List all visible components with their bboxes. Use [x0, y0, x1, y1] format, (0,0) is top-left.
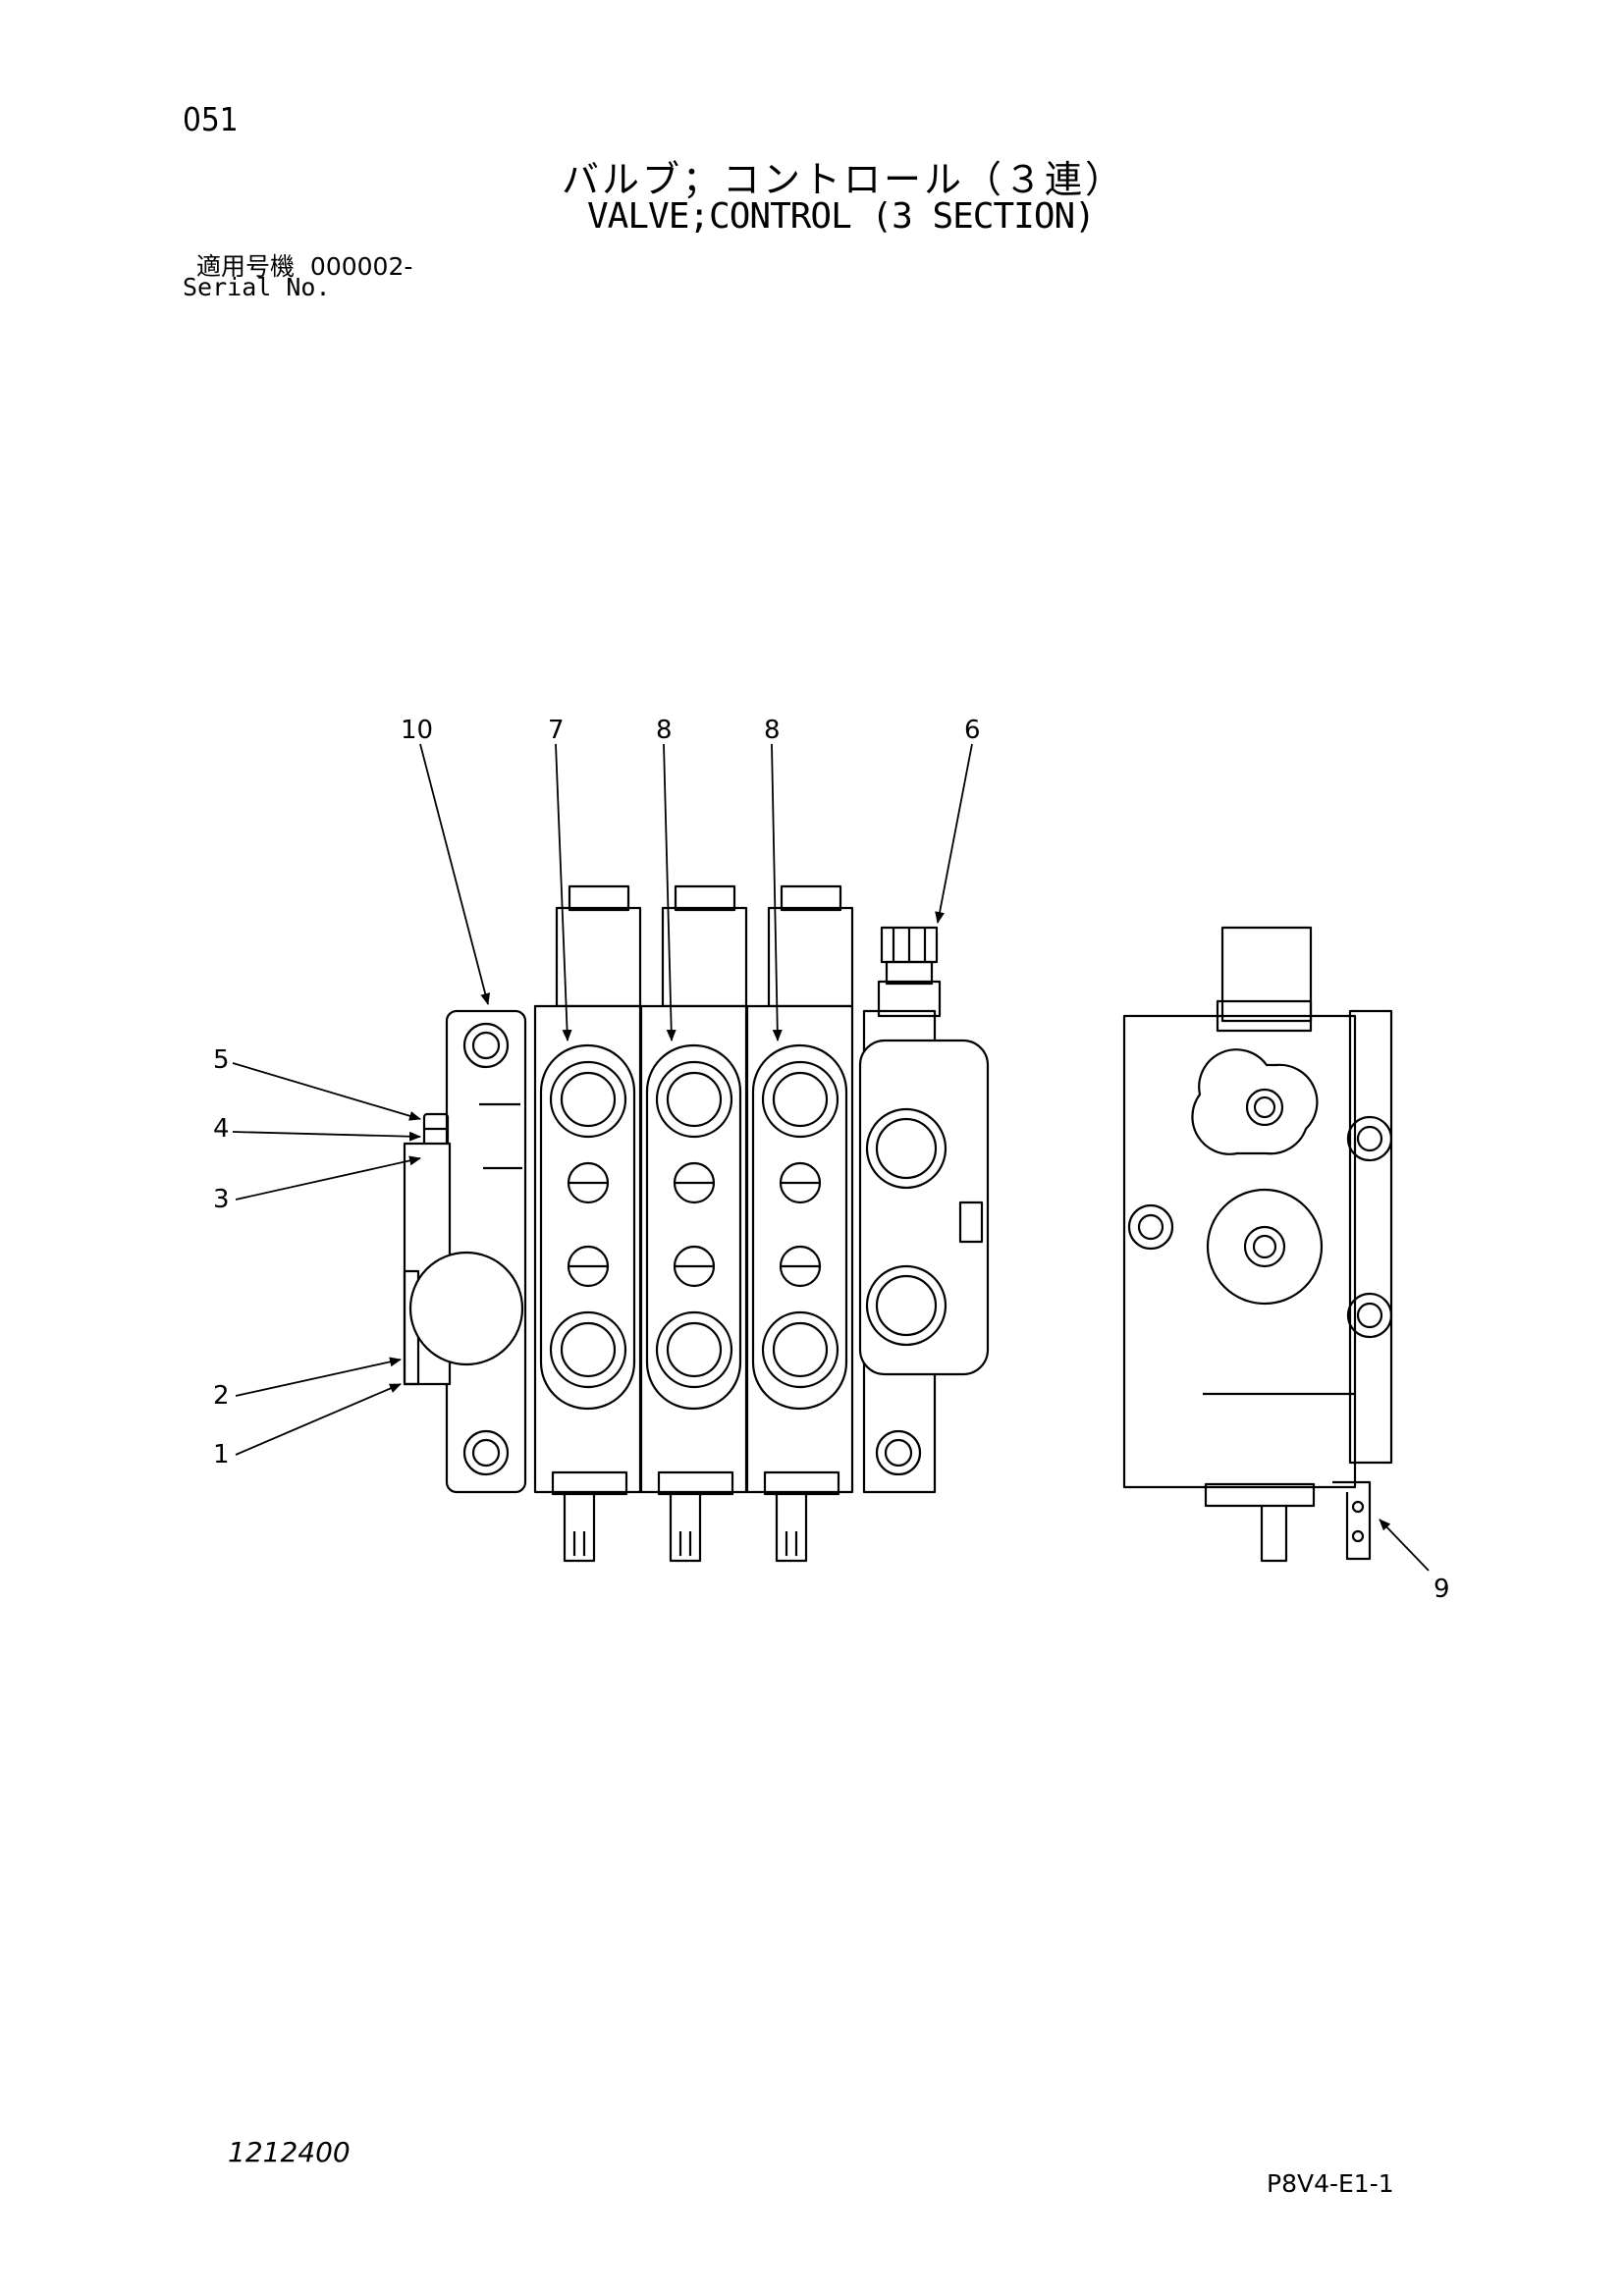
outlet-block — [858, 926, 990, 1494]
leader-lines — [232, 743, 1430, 1572]
serial-line-japanese: 適用号機 000002- — [196, 247, 412, 283]
page-code: P8V4-E1-1 — [1267, 2169, 1394, 2198]
callout-1: 1 — [213, 1440, 230, 1469]
serial-value: 000002- — [309, 252, 413, 281]
title-english: VALVE;CONTROL (3 SECTION) — [587, 196, 1096, 237]
spool-section-2 — [639, 884, 748, 1563]
callout-2: 2 — [213, 1381, 230, 1411]
callout-5: 5 — [213, 1045, 230, 1075]
side-view — [1122, 926, 1393, 1563]
spool-section-3 — [745, 884, 854, 1563]
callout-7: 7 — [548, 716, 565, 745]
spool-section-1 — [533, 884, 642, 1563]
serial-label-english: Serial No. — [183, 273, 331, 301]
callout-6: 6 — [964, 716, 981, 745]
title-japanese: バルブ；コントロール（３連） — [562, 158, 1126, 201]
page-number: 051 — [183, 100, 239, 138]
inlet-block — [403, 1009, 527, 1494]
callout-10: 10 — [401, 716, 433, 745]
callout-4: 4 — [213, 1114, 230, 1144]
callout-3: 3 — [213, 1185, 230, 1214]
front-view — [403, 884, 990, 1563]
callout-9: 9 — [1434, 1575, 1450, 1604]
document-code: 1212400 — [228, 2136, 351, 2168]
callout-8a: 8 — [656, 716, 673, 745]
callout-8b: 8 — [764, 716, 781, 745]
serial-label-japanese: 適用号機 — [196, 252, 296, 281]
